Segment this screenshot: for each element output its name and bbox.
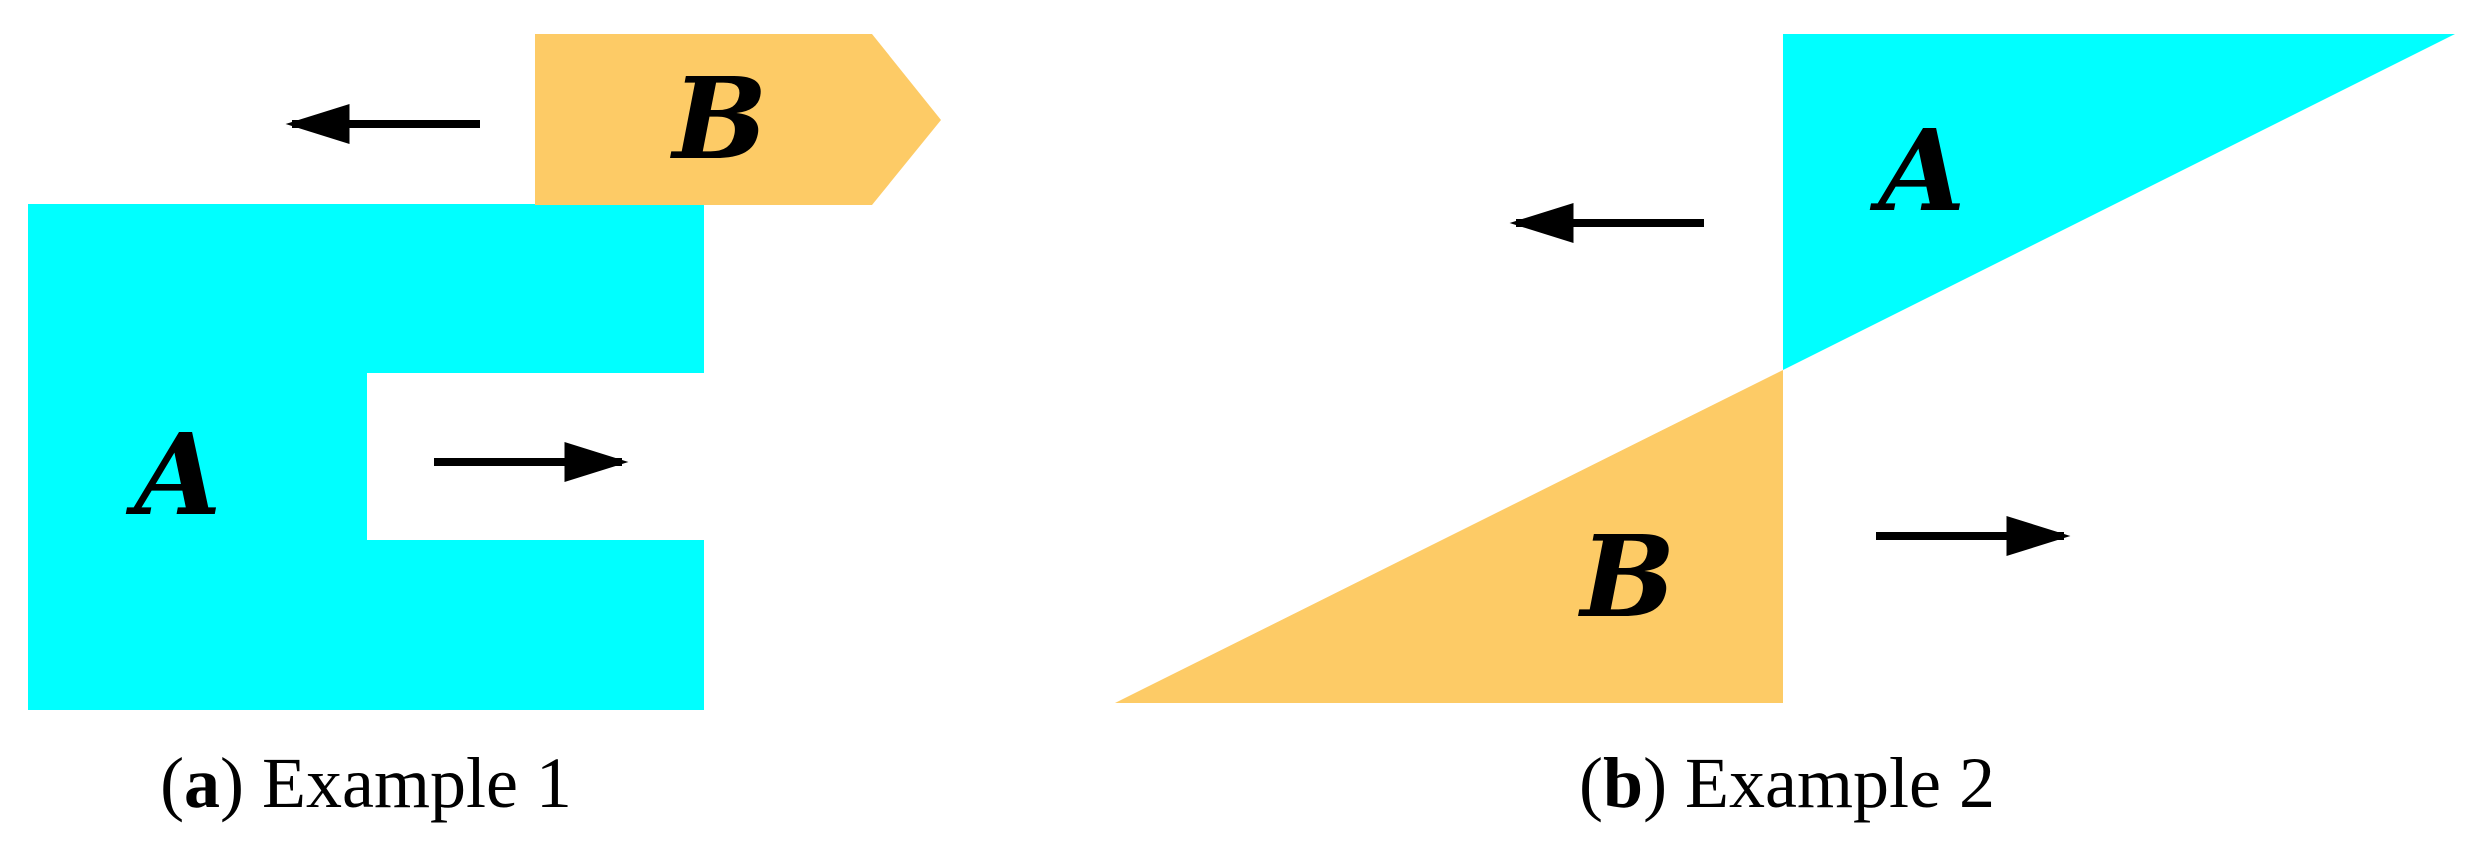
panel-a-caption-letter: a [184,743,220,823]
panel-b-label-a: A [1870,106,1966,237]
panel-a: A B (a) Example 1 [28,34,941,823]
panel-b-caption-letter: b [1603,743,1643,823]
panel-a-label-a: A [126,410,222,541]
panel-a-shape-b [535,34,941,205]
panel-b-label-b: B [1578,512,1676,643]
panel-a-shape-a [28,204,704,710]
panel-a-caption-text: Example 1 [244,743,572,823]
panel-b-caption-close: ) [1643,743,1667,823]
panel-b-shape-a [1783,34,2455,370]
panel-a-caption: (a) Example 1 [160,743,572,823]
panel-a-caption-open: ( [160,743,184,823]
panel-a-caption-close: ) [220,743,244,823]
panel-b-shape-b [1115,370,1783,703]
panel-a-label-b: B [670,54,768,185]
panel-b-caption: (b) Example 2 [1579,743,1995,823]
panel-b: A B (b) Example 2 [1115,34,2455,823]
panel-b-caption-text: Example 2 [1667,743,1995,823]
panel-b-caption-open: ( [1579,743,1603,823]
